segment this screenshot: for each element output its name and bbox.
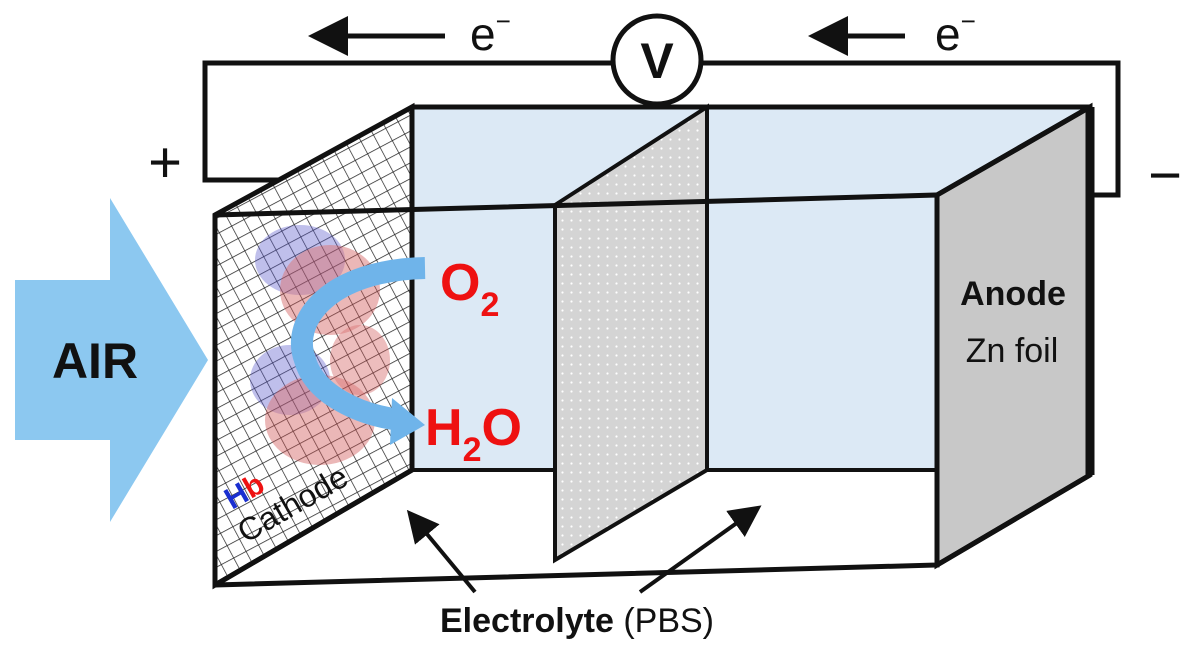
reaction-flow-arrow [290, 257, 426, 431]
box-top-right-edge [935, 104, 1092, 198]
box-front-edges [214, 192, 940, 588]
air-arrow [15, 198, 208, 522]
electron-label: e− [470, 6, 511, 60]
voltmeter [610, 13, 704, 107]
o2-label: O2 [440, 254, 499, 324]
electrolyte-pointer-arrow [406, 509, 477, 594]
electrolyte-label: Electrolyte (PBS) [440, 602, 714, 640]
electron-label: e− [935, 6, 976, 60]
voltmeter-label: V [640, 33, 674, 89]
circuit-wire [202, 60, 612, 183]
box-bottom-right [935, 472, 1092, 568]
box-bottom-back-left [213, 467, 414, 588]
air-label: AIR [52, 333, 138, 389]
reaction-flow-arrowhead [390, 398, 425, 445]
anode-label: Anode [960, 275, 1066, 313]
positive-terminal: + [148, 130, 182, 195]
anode-material-label: Zn foil [966, 332, 1059, 370]
h2o-label: H2O [425, 399, 522, 469]
separator-membrane [553, 103, 709, 564]
electrolyte-pointer-arrow [638, 505, 762, 594]
negative-terminal: − [1148, 143, 1182, 208]
